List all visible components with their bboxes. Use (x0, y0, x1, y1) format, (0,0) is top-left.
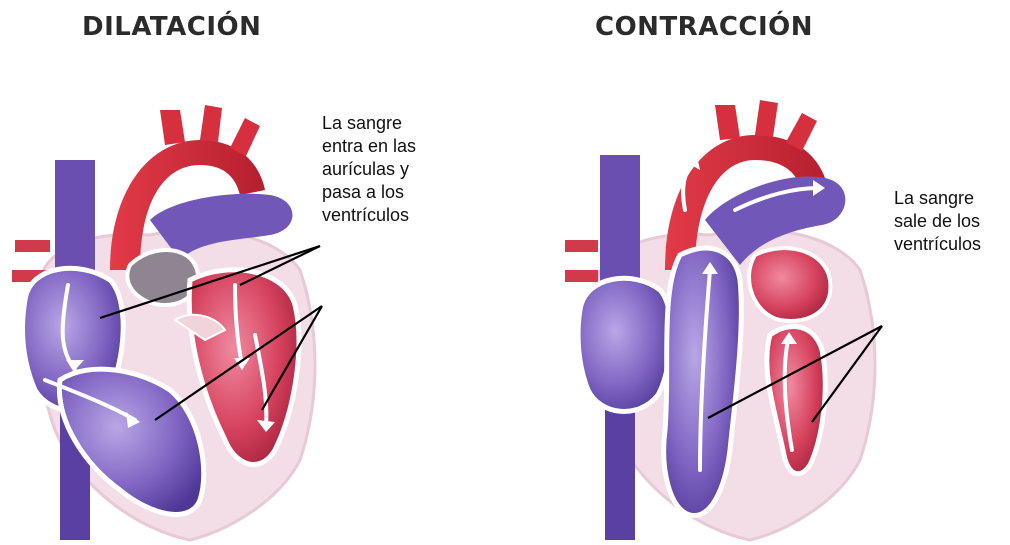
annotation-contraction: La sangre sale de los ventrículos (894, 187, 981, 256)
annotation-line: ventrículos (322, 204, 446, 227)
title-contraccion: CONTRACCIÓN (595, 12, 813, 42)
annotation-line: La sangre (322, 112, 446, 135)
annotation-line: entra en las (322, 135, 446, 158)
annotation-line: aurículas y (322, 158, 446, 181)
left-atrium (749, 248, 830, 321)
annotation-line: ventrículos (894, 233, 981, 256)
heart-contraction-diagram (560, 70, 1010, 545)
title-dilatacion: DILATACIÓN (82, 12, 261, 42)
annotation-line: sale de los (894, 210, 981, 233)
annotation-dilatation: La sangre entra en las aurículas y pasa … (322, 112, 446, 227)
annotation-line: pasa a los (322, 181, 446, 204)
right-atrium (578, 278, 671, 411)
annotation-line: La sangre (894, 187, 981, 210)
